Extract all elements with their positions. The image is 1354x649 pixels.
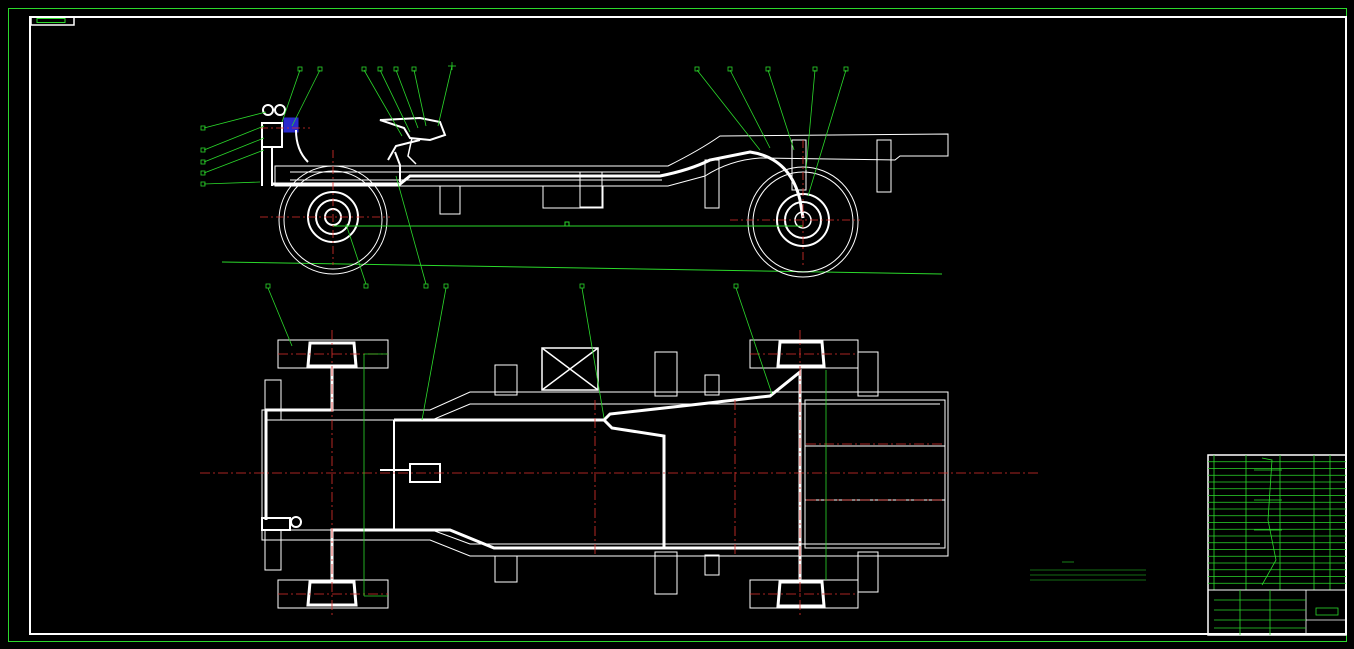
- mount-7: [704, 374, 720, 396]
- ground-line: [221, 261, 943, 275]
- mount-1: [264, 379, 282, 421]
- side-elevation-view: [221, 104, 949, 278]
- booster-plan: [261, 516, 302, 531]
- mount-2: [264, 529, 282, 571]
- hanger-2: [542, 185, 604, 209]
- plan-frame-outline: [261, 391, 949, 557]
- mount-8: [704, 554, 720, 576]
- plan-frame-rails: [272, 403, 940, 545]
- title-block-tag: [1315, 607, 1339, 616]
- hanger-3: [579, 171, 603, 208]
- corner-tag-inner: [36, 18, 66, 23]
- title-block-rows: [1208, 461, 1346, 584]
- frame-rail-side: [274, 133, 949, 187]
- side-center-lines: [260, 127, 860, 265]
- plan-guide-lines: [265, 283, 827, 597]
- title-block: [1207, 454, 1347, 636]
- mount-10: [857, 551, 879, 593]
- brake-pipe-plan-top: [264, 366, 802, 548]
- hanger-6: [791, 139, 807, 191]
- mount-3: [494, 364, 518, 396]
- mount-4: [494, 555, 518, 583]
- corner-tag: [30, 16, 75, 26]
- mount-5: [654, 351, 678, 397]
- fuel-tank-plan: [541, 347, 599, 391]
- plan-view: [261, 339, 949, 609]
- inner-border: [29, 16, 1347, 635]
- mount-6: [654, 551, 678, 595]
- pedal-assembly: [379, 116, 447, 165]
- booster-assembly: [261, 104, 309, 186]
- brake-pipe-side-2: [387, 139, 421, 182]
- plan-center-lines: [200, 330, 1040, 618]
- hanger-1: [439, 185, 461, 215]
- axle-mark: [564, 221, 570, 227]
- side-leaders: [200, 62, 849, 289]
- brake-pipe-plan-mid: [380, 420, 410, 530]
- mount-9: [857, 351, 879, 397]
- brake-pipe-side: [272, 150, 805, 219]
- title-block-diagram: [1254, 457, 1282, 586]
- hanger-4: [704, 159, 720, 209]
- note-hatch: [1030, 561, 1146, 581]
- hanger-5: [876, 139, 892, 193]
